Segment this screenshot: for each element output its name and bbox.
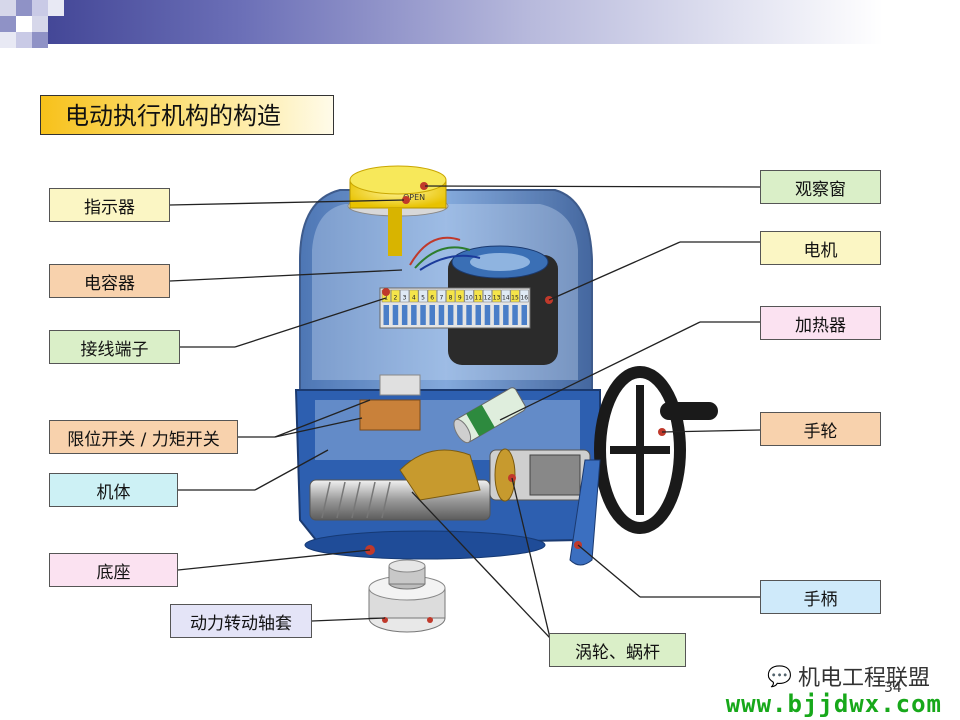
terminal-number: 8 [449,295,453,302]
chat-icon: 💬 [767,664,792,688]
label-limit-switch: 限位开关 / 力矩开关 [49,420,238,454]
terminal-screw [512,305,518,325]
terminal-slot [482,289,492,303]
handle-shape [569,459,601,566]
header-gradient-bar [0,0,960,44]
terminal-screw [484,305,491,325]
terminal-slot [390,289,400,303]
label-base: 底座 [49,553,178,587]
corner-pattern [0,0,64,48]
terminal-number: 15 [511,295,519,302]
watermark: 💬 机电工程联盟 [767,660,930,692]
terminal-slot [418,289,428,303]
terminal-number: 4 [412,295,416,302]
terminal-number: 13 [493,295,501,302]
terminal-slot [409,289,419,303]
page-title: 电动执行机构的构造 [40,95,334,135]
terminal-screw [503,305,509,325]
terminal-slot [501,289,511,303]
terminal-screw [383,305,389,325]
terminal-number: 9 [458,295,462,302]
terminal-screw [447,305,454,325]
label-window: 观察窗 [760,170,881,204]
label-terminal: 接线端子 [49,330,180,364]
terminal-slot [427,289,437,303]
terminal-screw [438,305,445,325]
terminal-screw [493,305,500,325]
terminal-number: 10 [465,295,473,302]
terminal-screw [392,305,399,325]
terminal-number: 3 [403,295,407,302]
terminal-screw [411,305,417,325]
label-heater: 加热器 [760,306,881,340]
page-number: 34 [884,680,902,696]
dial-text: OPEN [403,193,425,202]
terminal-screw [457,305,463,325]
terminal-slot [510,289,520,303]
terminal-number: 5 [421,295,425,302]
terminal-number: 7 [439,295,443,302]
label-motor: 电机 [760,231,881,265]
terminal-slot [519,289,529,303]
worm-wheel [399,449,481,501]
terminal-slot [473,289,483,303]
site-url: www.bjjdwx.com [725,690,942,718]
terminal-number: 16 [520,295,528,302]
label-sleeve: 动力转动轴套 [170,604,312,638]
label-capacitor: 电容器 [49,264,170,298]
terminal-number: 11 [474,295,482,302]
label-handwheel: 手轮 [760,412,881,446]
terminal-number: 1 [384,295,388,302]
terminal-number: 14 [502,295,510,302]
terminal-slot [492,289,502,303]
label-worm: 涡轮、蜗杆 [549,633,686,667]
terminal-screw [521,305,527,325]
label-handle: 手柄 [760,580,881,614]
terminal-number: 6 [430,295,434,302]
terminal-slot [455,289,465,303]
handwheel-shape [594,366,686,534]
terminal-screw [401,305,408,325]
label-body: 机体 [49,473,178,507]
terminal-slot [464,289,474,303]
terminal-number: 2 [393,295,397,302]
terminal-screw [429,305,435,325]
terminal-slot [446,289,456,303]
terminal-number: 12 [484,295,492,302]
terminal-slot [400,289,410,303]
terminal-screw [475,305,481,325]
base-flange [304,530,546,560]
terminal-screw [420,305,426,325]
terminal-screw [466,305,472,325]
terminal-slot [436,289,446,303]
label-indicator: 指示器 [49,188,170,222]
watermark-text: 机电工程联盟 [797,666,930,691]
